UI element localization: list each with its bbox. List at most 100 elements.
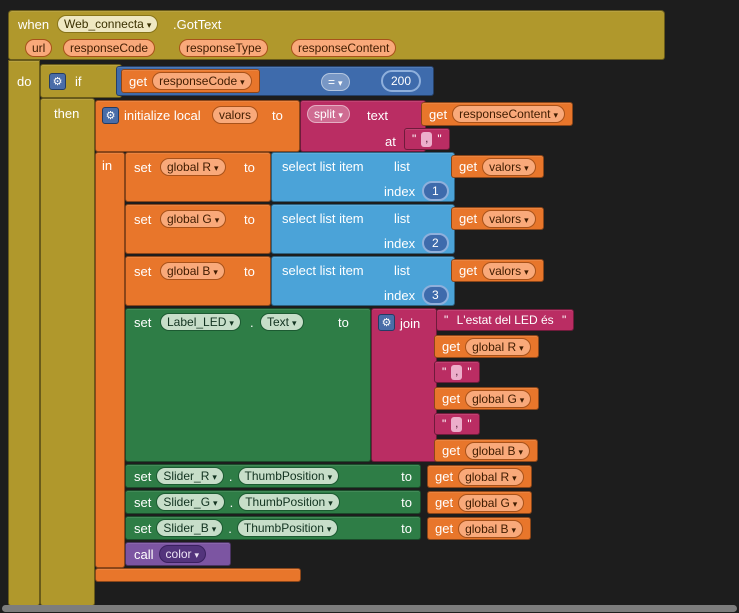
set-slider-block[interactable]: set Slider_G . ThumbPosition to (125, 490, 421, 514)
separator-string-block[interactable]: , (404, 128, 450, 150)
component-dropdown[interactable]: Slider_B (156, 519, 224, 537)
at-label: at (385, 134, 396, 149)
chevron-down-icon (327, 521, 332, 535)
variable-dropdown[interactable]: global G (458, 493, 525, 512)
component-dropdown[interactable]: Slider_G (156, 493, 225, 511)
event-name: .GotText (173, 17, 222, 32)
join-label: join (400, 316, 421, 331)
param-responsetype[interactable]: responseType (179, 39, 269, 57)
variable-dropdown[interactable]: valors (482, 157, 536, 176)
component-dropdown[interactable]: Web_connecta (57, 15, 159, 33)
procedure-dropdown[interactable]: color (158, 545, 207, 563)
quote-mark (437, 130, 441, 148)
when-block-spine[interactable] (8, 60, 40, 606)
to-label: to (272, 108, 283, 123)
separator-string-block[interactable]: , (434, 361, 480, 383)
select-list-item-block[interactable]: select list item list index 3 (271, 256, 455, 306)
horizontal-scrollbar[interactable] (2, 605, 737, 612)
string-field[interactable]: , (451, 416, 463, 432)
variable-dropdown[interactable]: valors (482, 261, 536, 280)
chevron-down-icon (213, 495, 218, 509)
chevron-down-icon (214, 160, 219, 174)
set-global-block[interactable]: set global R to (125, 152, 271, 202)
param-responsecontent[interactable]: responseContent (291, 39, 397, 57)
list-label: list (394, 211, 410, 226)
split-block[interactable]: split text at (300, 100, 426, 152)
when-event-block[interactable]: when Web_connecta .GotText url responseC… (8, 10, 665, 60)
property-dropdown[interactable]: ThumbPosition (238, 493, 340, 511)
property-dropdown[interactable]: ThumbPosition (237, 467, 340, 485)
component-dropdown[interactable]: Label_LED (160, 313, 241, 331)
chevron-down-icon (292, 315, 297, 329)
set-label-led-text-block[interactable]: set Label_LED . Text to (125, 308, 371, 462)
split-dropdown[interactable]: split (307, 105, 350, 123)
variable-dropdown[interactable]: responseCode (152, 72, 252, 90)
to-label: to (244, 160, 255, 175)
separator-string-block[interactable]: , (434, 413, 480, 435)
get-label: get (429, 106, 448, 122)
select-list-item-block[interactable]: select list item list index 2 (271, 204, 455, 254)
string-block[interactable]: L'estat del LED és (436, 309, 575, 331)
get-label: get (442, 443, 461, 458)
variable-dropdown[interactable]: responseContent (452, 105, 566, 123)
param-url[interactable]: url (25, 39, 53, 57)
variable-dropdown[interactable]: global B (465, 441, 530, 460)
select-list-item-block[interactable]: select list item list index 1 (271, 152, 455, 202)
variable-dropdown[interactable]: global G (465, 389, 532, 408)
select-list-item-label: select list item (282, 211, 364, 226)
comparison-operator-dropdown[interactable]: = (321, 73, 350, 91)
string-field[interactable]: , (421, 131, 433, 147)
chevron-down-icon (240, 74, 245, 88)
get-variable-block[interactable]: get global G (427, 491, 533, 514)
local-variable-name[interactable]: valors (212, 106, 259, 124)
get-variable-block[interactable]: get global G (434, 387, 540, 410)
get-variable-block[interactable]: get global B (434, 439, 538, 462)
get-label: get (459, 263, 478, 278)
get-variable-block[interactable]: get responseCode (121, 69, 260, 93)
mutator-gear-icon[interactable] (378, 314, 395, 331)
mutator-gear-icon[interactable] (102, 107, 119, 124)
get-variable-block[interactable]: get responseContent (421, 102, 574, 126)
variable-dropdown[interactable]: global B (458, 519, 523, 538)
join-block[interactable]: join (371, 308, 437, 462)
variable-dropdown[interactable]: global B (160, 262, 225, 280)
variable-dropdown[interactable]: global R (465, 337, 531, 356)
initialize-local-foot[interactable] (95, 568, 301, 582)
do-label: do (17, 74, 32, 89)
index-number-block[interactable]: 2 (422, 233, 449, 253)
if-block-body[interactable] (40, 98, 95, 606)
set-slider-block[interactable]: set Slider_B . ThumbPosition to (125, 516, 421, 540)
call-procedure-block[interactable]: call color (125, 542, 231, 566)
initialize-local-spine[interactable] (95, 152, 125, 568)
get-label: get (435, 469, 454, 484)
index-number-block[interactable]: 1 (422, 181, 449, 201)
variable-dropdown[interactable]: global R (160, 158, 226, 176)
variable-dropdown[interactable]: global G (160, 210, 227, 228)
set-slider-block[interactable]: set Slider_R . ThumbPosition to (125, 464, 421, 488)
get-variable-block[interactable]: get global R (427, 465, 532, 488)
get-variable-block[interactable]: get valors (451, 207, 544, 230)
set-global-block[interactable]: set global G to (125, 204, 271, 254)
set-global-block[interactable]: set global B to (125, 256, 271, 306)
variable-dropdown[interactable]: global R (458, 467, 524, 486)
string-text[interactable]: L'estat del LED és (453, 313, 557, 327)
component-dropdown[interactable]: Slider_R (156, 467, 224, 485)
get-label: get (129, 73, 148, 89)
if-block-header[interactable]: if (40, 64, 122, 98)
param-responsecode[interactable]: responseCode (63, 39, 156, 57)
index-number-block[interactable]: 3 (422, 285, 449, 305)
get-variable-block[interactable]: get valors (451, 259, 544, 282)
get-variable-block[interactable]: get global B (427, 517, 531, 540)
property-dropdown[interactable]: ThumbPosition (236, 519, 339, 537)
quote-mark (442, 415, 446, 433)
string-field[interactable]: , (451, 364, 463, 380)
mutator-gear-icon[interactable] (49, 73, 66, 90)
to-label: to (244, 264, 255, 279)
get-variable-block[interactable]: get valors (451, 155, 544, 178)
property-dropdown[interactable]: Text (260, 313, 304, 331)
initialize-local-block[interactable]: initialize local valors to (95, 100, 300, 152)
get-label: get (435, 521, 454, 536)
number-block[interactable]: 200 (381, 70, 422, 92)
variable-dropdown[interactable]: valors (482, 209, 536, 228)
get-variable-block[interactable]: get global R (434, 335, 539, 358)
